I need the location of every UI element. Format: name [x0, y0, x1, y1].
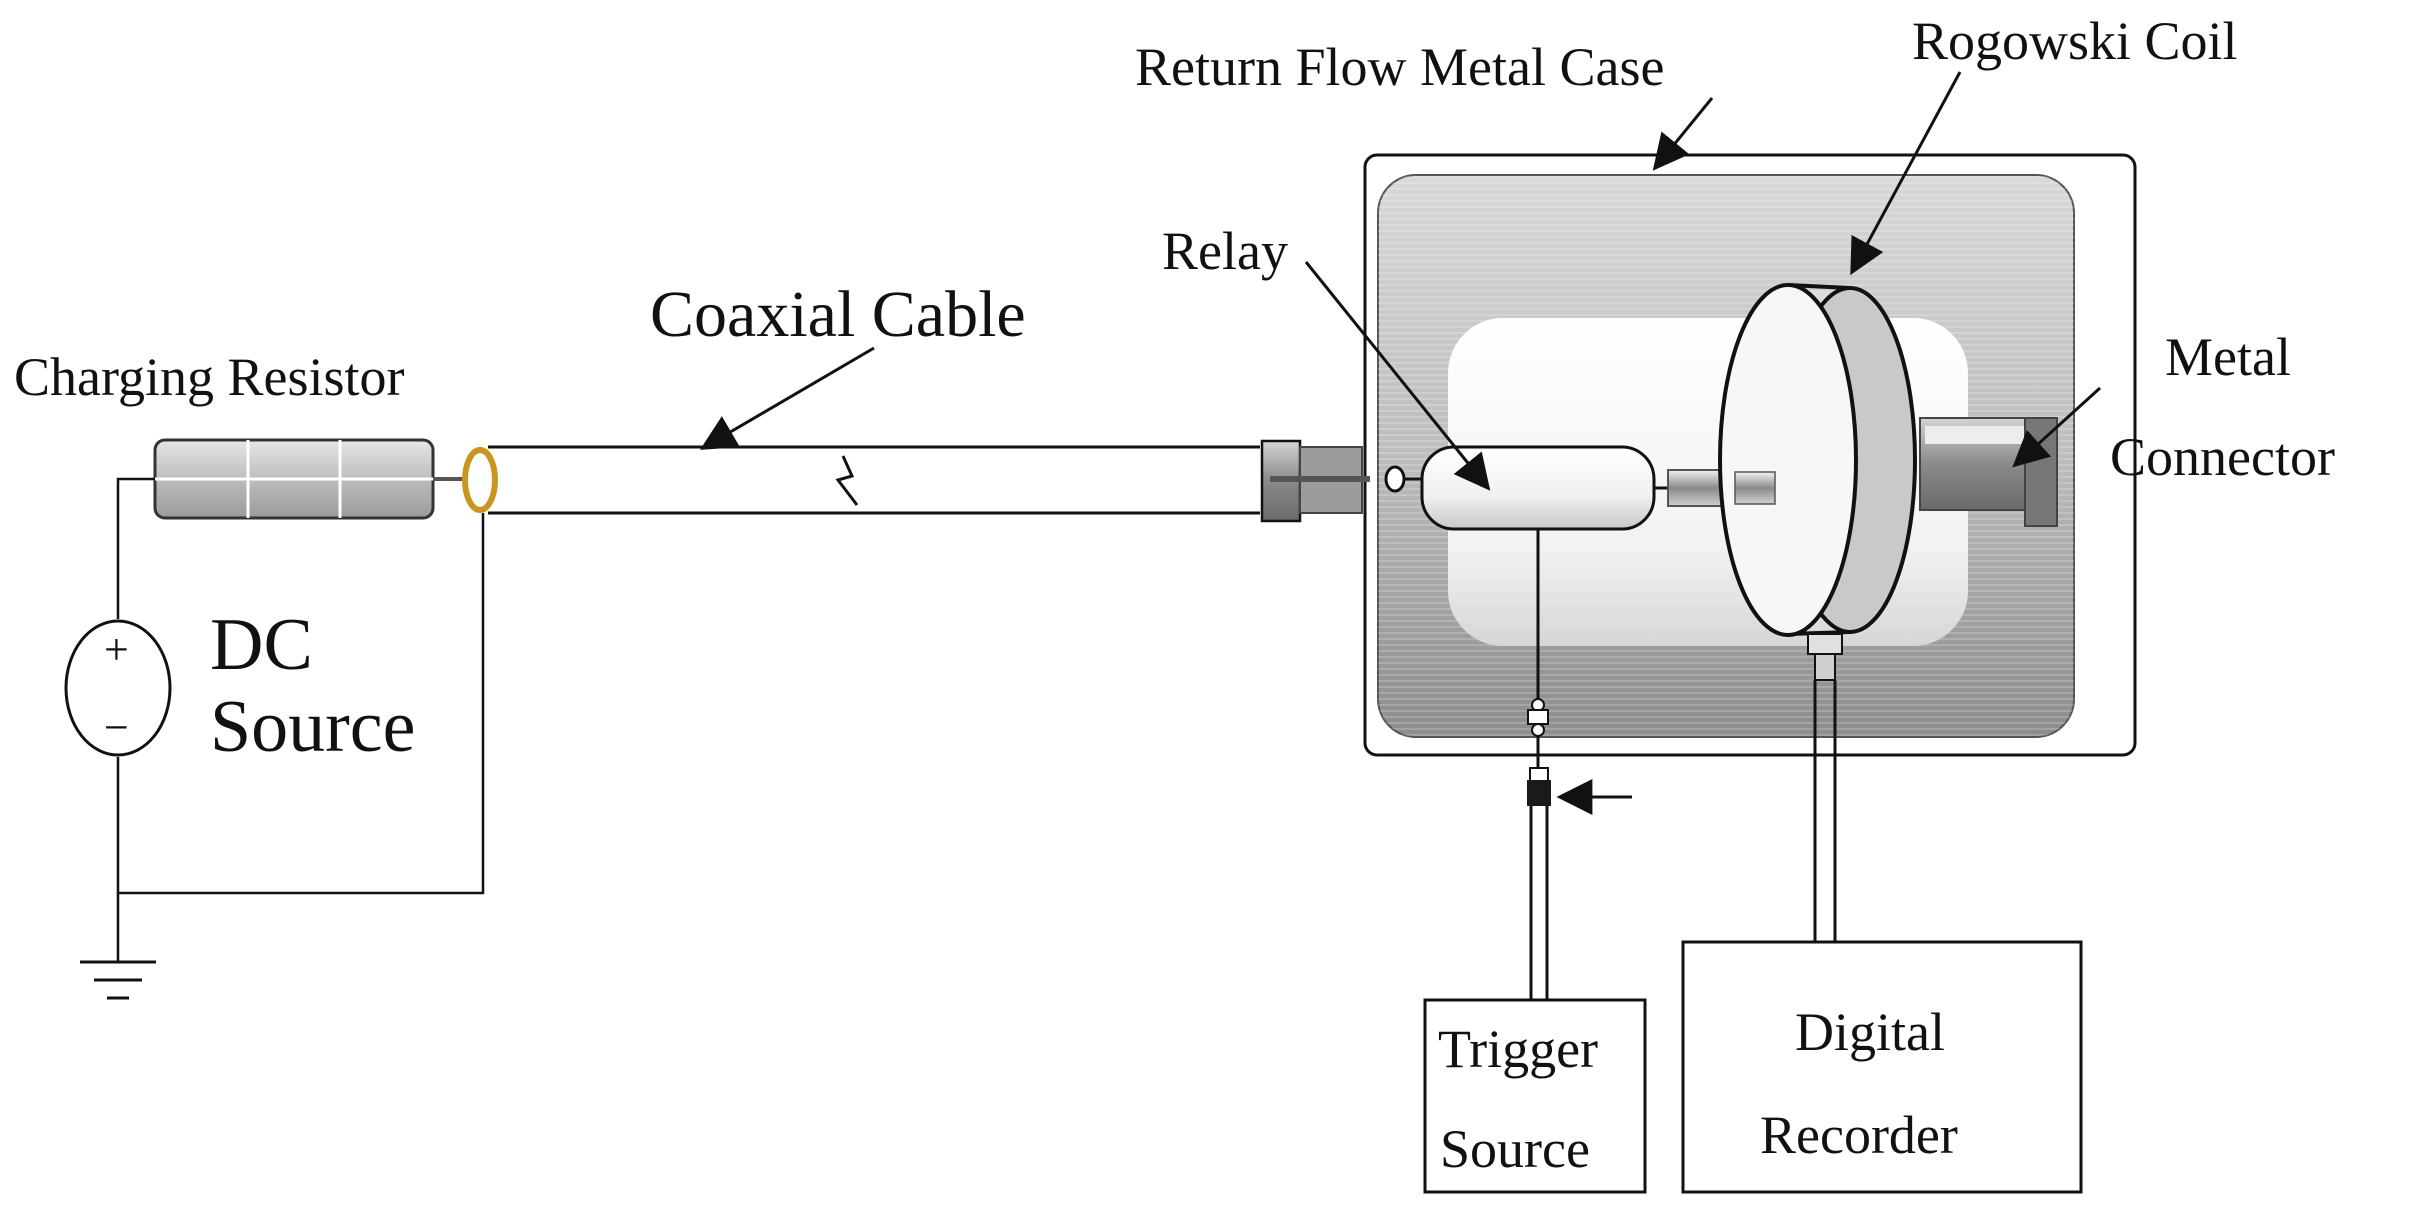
- label-recorder: Recorder: [1760, 1105, 1958, 1165]
- dc-plus-sign: +: [104, 625, 129, 674]
- label-metal: Metal: [2165, 327, 2291, 387]
- label-coaxial-cable: Coaxial Cable: [650, 278, 1026, 351]
- arrow-metal-connector: [2012, 386, 2102, 468]
- label-relay: Relay: [1162, 221, 1288, 281]
- metal-connector: [1919, 417, 2058, 527]
- charging-resistor: [153, 438, 468, 520]
- coaxial-cable: [488, 445, 1260, 515]
- label-trigger: Trigger: [1438, 1019, 1599, 1079]
- cable-connector: [1260, 439, 1370, 523]
- arrow-relay: [1304, 261, 1491, 491]
- trigger-lead: [1527, 529, 1551, 1000]
- label-rogowski-coil: Rogowski Coil: [1912, 11, 2238, 71]
- label-connector: Connector: [2110, 427, 2335, 487]
- ground-icon: [80, 960, 156, 1000]
- circuit-wiring: [116, 477, 485, 962]
- arrow-coaxial-cable: [699, 346, 875, 450]
- callout-arrows: [699, 71, 2102, 491]
- dc-source-symbol: [64, 619, 172, 757]
- label-digital: Digital: [1795, 1002, 1945, 1062]
- label-dc: DC: [210, 604, 313, 686]
- label-return-flow-metal-case: Return Flow Metal Case: [1135, 37, 1665, 97]
- arrow-rogowski-coil: [1850, 71, 1962, 276]
- dc-minus-sign: −: [104, 703, 129, 752]
- arrow-return-flow-case: [1652, 97, 1714, 171]
- label-charging-resistor: Charging Resistor: [14, 347, 405, 407]
- label-trigger-source: Source: [1440, 1119, 1590, 1179]
- rogowski-coil: [1718, 283, 1917, 637]
- digital-recorder-box: [1681, 940, 2083, 1194]
- cable-entry-ring: [462, 447, 498, 513]
- coil-signal-cable: [1807, 633, 1843, 942]
- label-dc-source: Source: [210, 686, 416, 768]
- trigger-source-box: [1423, 998, 1647, 1194]
